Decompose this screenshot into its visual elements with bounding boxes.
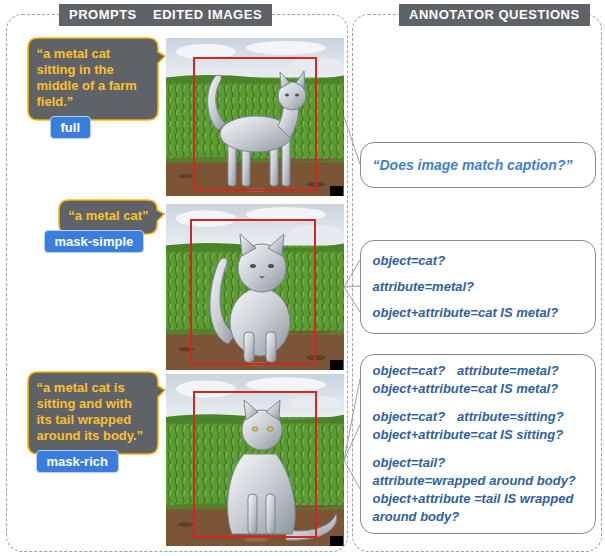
- section-panel: PROMPTSEDITED IMAGES“a metal cat sitting…: [6, 14, 348, 552]
- question-row: object=tail?: [373, 454, 583, 472]
- question-box: object=cat?attribute=metal?object+attrib…: [360, 240, 596, 334]
- question-text: object+attribute=cat IS sitting?: [373, 426, 564, 444]
- question-text: object=cat?: [373, 362, 446, 380]
- mode-label: mask-simple: [55, 233, 134, 250]
- mode-label: full: [61, 119, 81, 136]
- tab-holder: ANNOTATOR QUESTIONS: [399, 4, 590, 26]
- question-text: “Does image match caption?”: [373, 155, 573, 175]
- mode-tag: mask-rich: [36, 450, 119, 473]
- section-panel: ANNOTATOR QUESTIONS“Does image match cap…: [352, 14, 602, 552]
- section-tab: ANNOTATOR QUESTIONS: [399, 4, 590, 26]
- question-text: attribute=sitting?: [457, 408, 564, 426]
- bubble-shape: [28, 38, 165, 120]
- question-text: object=tail?: [373, 454, 446, 472]
- question-row: attribute=wrapped around body?: [373, 472, 583, 490]
- section-tab: EDITED IMAGES: [143, 4, 272, 26]
- mode-tag: full: [50, 116, 92, 139]
- section-tab: PROMPTS: [59, 4, 147, 26]
- prompt-text: “a metal cat is sitting and with its tai…: [37, 380, 149, 444]
- question-row: object=cat? attribute=sitting?: [373, 408, 583, 426]
- question-row: [373, 444, 583, 454]
- edited-image: [166, 38, 344, 196]
- question-row: attribute=metal?: [373, 274, 583, 300]
- question-text: attribute=wrapped around body?: [373, 472, 576, 490]
- question-text: attribute=metal?: [457, 362, 559, 380]
- question-row: object=cat?: [373, 248, 583, 274]
- mode-label: mask-rich: [47, 453, 108, 470]
- question-box: “Does image match caption?”: [360, 142, 596, 188]
- question-text: object+attribute =tail IS wrapped around…: [373, 490, 583, 526]
- edited-image: [166, 374, 344, 546]
- prompt-bubble: “a metal cat sitting in the middle of a …: [28, 38, 158, 120]
- tab-holder: EDITED IMAGES: [143, 4, 272, 26]
- question-row: “Does image match caption?”: [373, 155, 583, 175]
- question-row: object+attribute =tail IS wrapped around…: [373, 490, 583, 526]
- question-text: object+attribute=cat IS metal?: [373, 380, 559, 398]
- question-text: attribute=metal?: [373, 274, 475, 300]
- question-text: object=cat?: [373, 408, 446, 426]
- question-text: object+attribute=cat IS metal?: [373, 300, 559, 326]
- tab-holder: PROMPTS: [59, 4, 147, 26]
- question-row: [373, 398, 583, 408]
- question-box: object=cat?attribute=metal?object+attrib…: [360, 354, 596, 534]
- prompt-bubble: “a metal cat is sitting and with its tai…: [28, 372, 158, 454]
- bubble-shape: [59, 200, 164, 234]
- bubble-shape: [28, 372, 165, 454]
- prompt-text: “a metal cat sitting in the middle of a …: [37, 46, 149, 110]
- question-row: object=cat? attribute=metal?: [373, 362, 583, 380]
- question-row: object+attribute=cat IS metal?: [373, 300, 583, 326]
- question-row: object+attribute=cat IS sitting?: [373, 426, 583, 444]
- prompt-bubble: “a metal cat”: [59, 200, 157, 234]
- question-text: object=cat?: [373, 248, 446, 274]
- question-row: object+attribute=cat IS metal?: [373, 380, 583, 398]
- edited-image: [166, 204, 344, 370]
- mode-tag: mask-simple: [44, 230, 145, 253]
- prompt-text: “a metal cat”: [68, 208, 148, 224]
